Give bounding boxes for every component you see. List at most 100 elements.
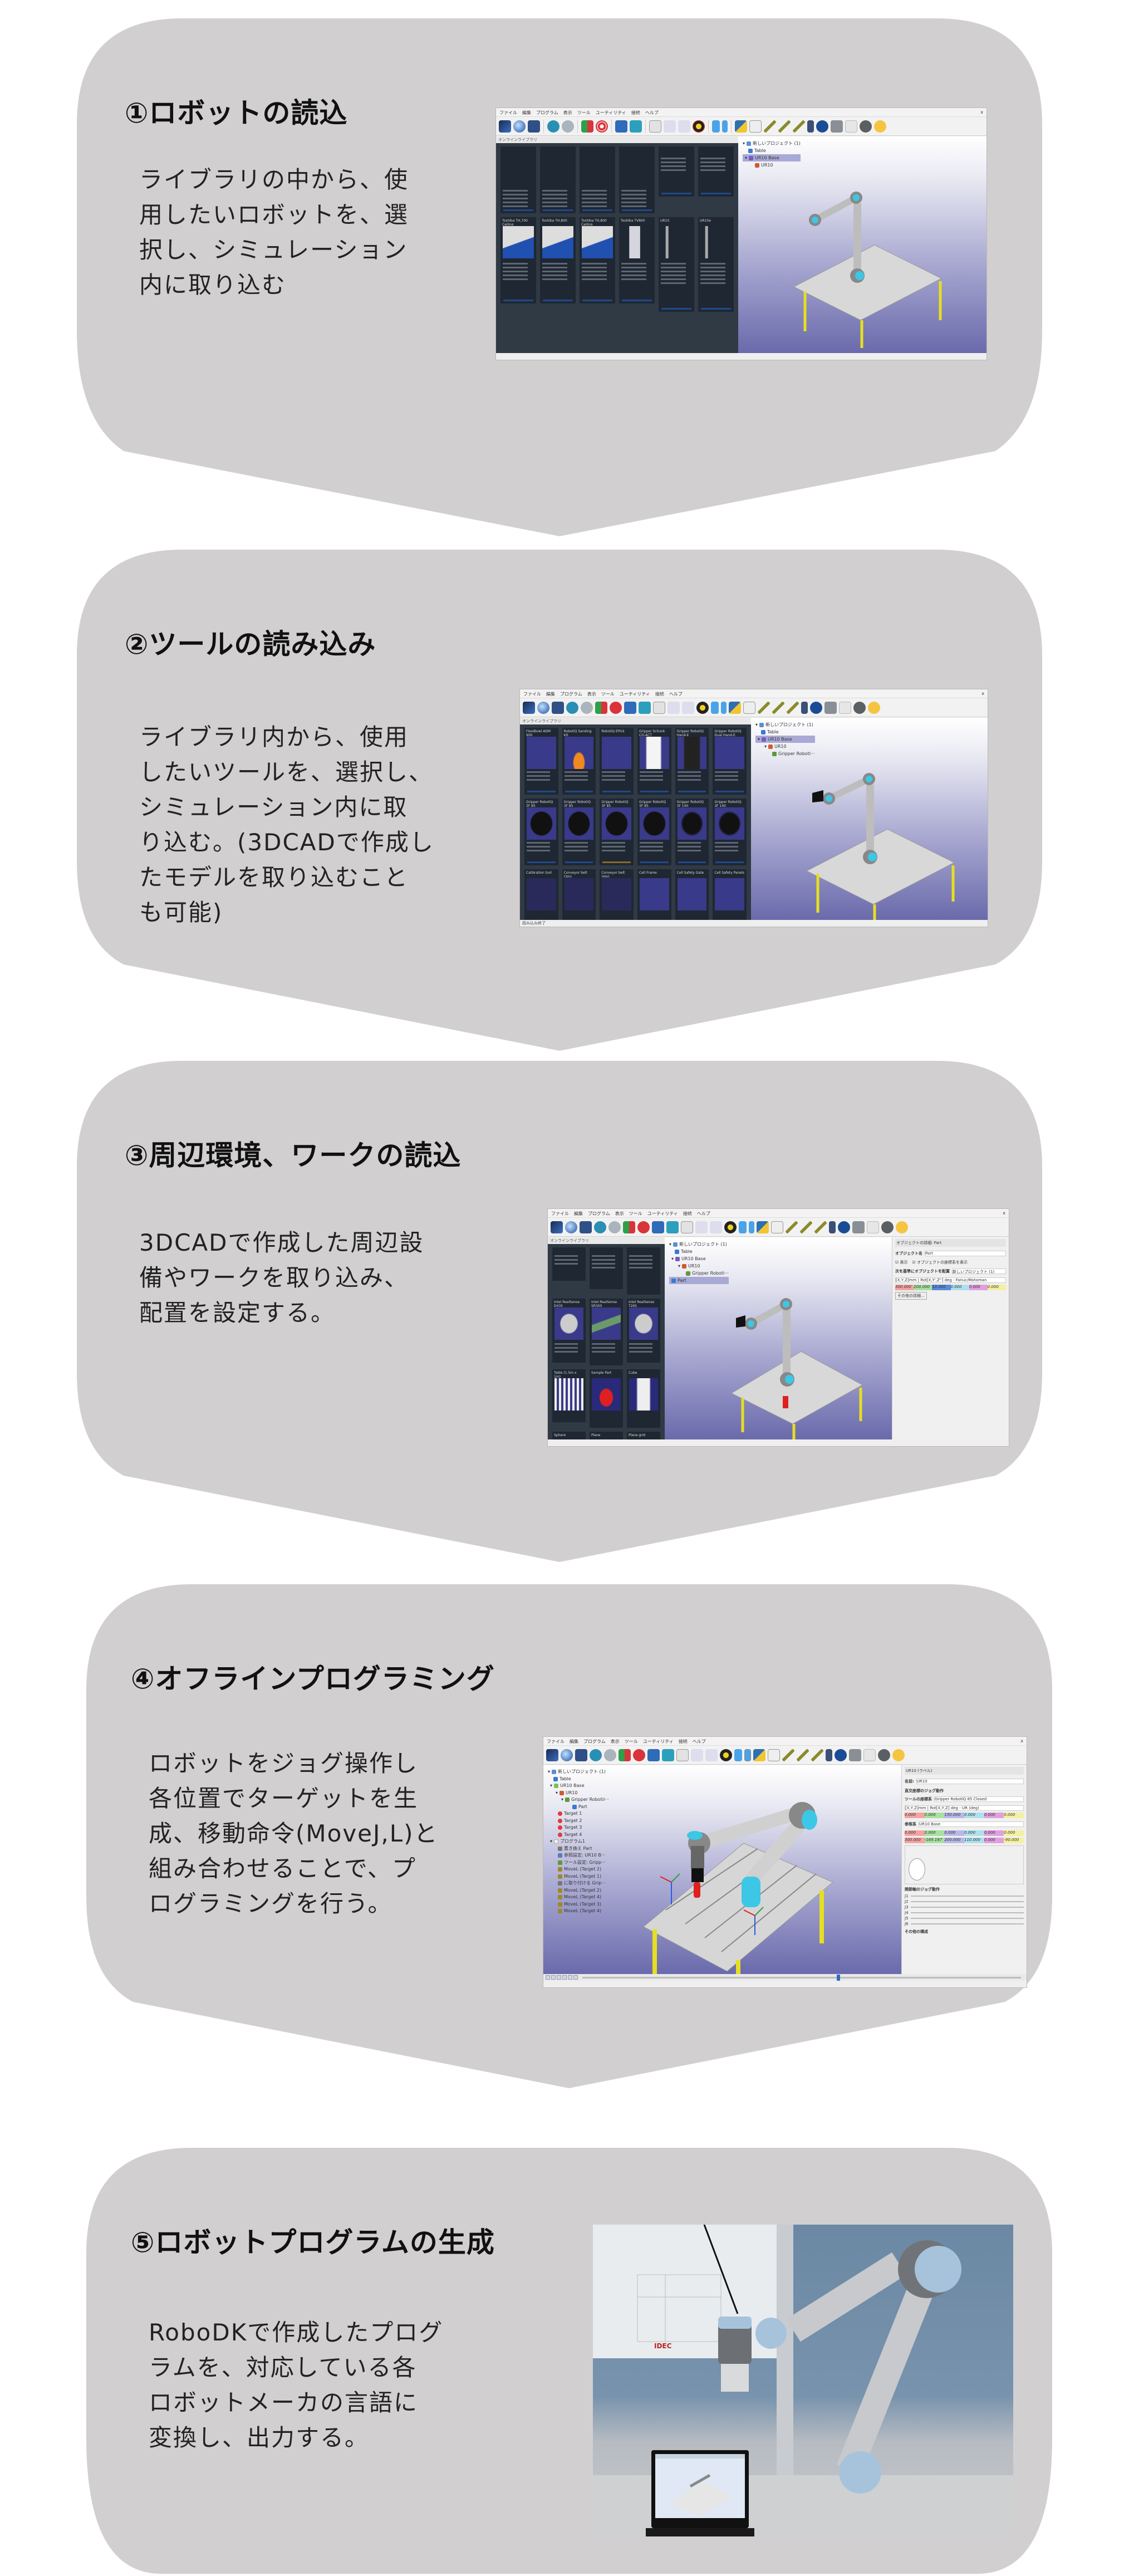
redo-icon[interactable] (581, 701, 593, 714)
library-item[interactable]: Cell Frame (637, 869, 671, 920)
movej-icon[interactable] (786, 1221, 798, 1233)
view-box-icon[interactable] (666, 1221, 679, 1233)
pause-icon[interactable] (749, 1221, 754, 1233)
open-icon[interactable] (551, 1221, 563, 1233)
library-item[interactable]: RobotiQ Sanding Kit (562, 728, 596, 795)
save-icon[interactable] (528, 120, 540, 133)
select-icon[interactable] (681, 1221, 693, 1233)
tree-node[interactable]: Gripper Roboti··· (755, 750, 815, 757)
info-icon[interactable] (838, 1221, 850, 1233)
open-icon[interactable] (546, 1749, 558, 1761)
collision-icon[interactable] (696, 701, 709, 714)
online-library-icon[interactable] (561, 1749, 573, 1761)
save-icon[interactable] (580, 1221, 592, 1233)
tree-node-target[interactable]: Target 3 (548, 1824, 609, 1831)
close-icon[interactable]: x (1020, 1738, 1023, 1744)
library-item[interactable]: Conveyor belt (3m) (562, 869, 596, 920)
library-item[interactable] (698, 146, 734, 197)
fit-all-icon[interactable] (624, 701, 636, 714)
3d-viewport[interactable]: ▾ 新しいプロジェクト (1) Table ▾ UR10 Base ▾ UR10… (665, 1237, 892, 1439)
fast-simulation-icon[interactable] (711, 701, 719, 714)
undo-icon[interactable] (594, 1221, 606, 1233)
library-item[interactable]: RobotiQ EPick (600, 728, 634, 795)
add-program-icon[interactable] (743, 701, 755, 714)
io-icon[interactable] (839, 701, 851, 714)
program-call-icon[interactable] (852, 1221, 865, 1233)
settings-icon[interactable] (868, 701, 880, 714)
move-reference-icon[interactable] (667, 701, 680, 714)
settings-icon[interactable] (896, 1221, 908, 1233)
tree-node[interactable]: Part (548, 1804, 609, 1811)
tree-node-selected[interactable]: ▾ UR10 Base (743, 154, 801, 161)
tree-node[interactable]: Table (755, 728, 815, 736)
fit-all-icon[interactable] (615, 120, 627, 133)
view-box-icon[interactable] (630, 120, 642, 133)
menu-view[interactable]: 表示 (563, 110, 572, 115)
3d-viewport[interactable]: ▾ 新しいプロジェクト (1) Table ▾ UR10 Base UR10 (738, 136, 986, 353)
library-item[interactable]: Intel RealSense SR300 (590, 1299, 623, 1365)
menu-connect[interactable]: 接続 (631, 110, 640, 115)
tree-node-target[interactable]: Target 4 (548, 1831, 609, 1839)
program-instruction[interactable]: に取り付ける Grip··· (548, 1880, 609, 1887)
tree-node[interactable]: ▾ UR10 Base (550, 1783, 585, 1789)
program-instruction[interactable]: ツール設定: Gripp··· (548, 1859, 609, 1867)
pose-format-select[interactable]: [X,Y,Z]mm | Rot[X,Y',Z''] deg - Fanuc/Mo… (895, 1277, 1006, 1283)
movec-icon[interactable] (811, 1749, 823, 1761)
library-item[interactable]: Gripper RobotiQ Dual Hand-E (713, 728, 747, 795)
menu-program[interactable]: プログラム (536, 110, 558, 115)
program-instruction[interactable]: MoveL (Target 1) (548, 1873, 609, 1880)
online-library-icon[interactable] (565, 1221, 577, 1233)
show-frame-checkbox[interactable]: ☑ オブジェクトの座標系を表示 (912, 1260, 968, 1265)
movel-icon[interactable] (772, 701, 784, 714)
pause-icon[interactable] (744, 1749, 751, 1761)
wait-icon[interactable] (829, 1221, 836, 1233)
select-icon[interactable] (653, 701, 665, 714)
select-icon[interactable] (676, 1749, 689, 1761)
movel-icon[interactable] (797, 1749, 809, 1761)
tree-node-target[interactable]: Target 1 (548, 1810, 609, 1818)
move-reference-icon[interactable] (691, 1749, 703, 1761)
library-item[interactable]: Intel RealSense T265 (627, 1299, 660, 1363)
save-icon[interactable] (552, 701, 564, 714)
move-tool-icon[interactable] (678, 120, 690, 133)
tree-node[interactable]: ▾ UR10 (556, 1790, 578, 1795)
library-item[interactable] (500, 146, 536, 213)
tree-node-target[interactable]: Target 2 (548, 1818, 609, 1825)
end-button[interactable] (568, 1975, 572, 1980)
info-icon[interactable] (835, 1749, 847, 1761)
library-item[interactable]: Toshiba TH,700 Ceiling (500, 217, 536, 303)
library-item[interactable]: Cube (627, 1369, 660, 1428)
add-reference-frame-icon[interactable] (595, 701, 607, 714)
library-item[interactable] (627, 1247, 660, 1295)
library-item[interactable]: Toshiba TH,800 (540, 217, 576, 303)
library-item[interactable] (552, 1247, 586, 1281)
library-item[interactable]: Toshiba TH,800 Ceiling (580, 217, 615, 303)
joint-slider[interactable]: J2 (905, 1899, 1024, 1904)
undo-icon[interactable] (590, 1749, 602, 1761)
tree-node-program[interactable]: ▾ プログラム1 (550, 1839, 585, 1844)
movej-icon[interactable] (758, 701, 770, 714)
jog-controls[interactable] (905, 1845, 1024, 1884)
3d-viewport[interactable]: ▾ 新しいプロジェクト (1) Table ▾ UR10 Base ▾ UR10… (543, 1765, 901, 1974)
movej-icon[interactable] (764, 120, 776, 133)
tree-node[interactable]: ▾ 新しいプロジェクト (1) (743, 141, 801, 146)
menu-edit[interactable]: 編集 (522, 110, 531, 115)
rewind-button[interactable] (546, 1975, 550, 1980)
program-instruction[interactable]: 置き換え Part (548, 1845, 609, 1853)
program-call-icon[interactable] (824, 701, 837, 714)
program-instruction[interactable]: MoveL (Target 4) (548, 1894, 609, 1901)
3d-viewport[interactable]: ▾ 新しいプロジェクト (1) Table ▾ UR10 Base ▾ UR10… (751, 718, 988, 920)
info-icon[interactable] (810, 701, 822, 714)
library-item[interactable] (580, 146, 615, 213)
parent-select[interactable]: 新しいプロジェクト (1) (952, 1269, 1006, 1274)
menu-file[interactable]: ファイル (499, 110, 517, 115)
library-item[interactable]: Plane grid (627, 1432, 660, 1439)
io-icon[interactable] (863, 1749, 876, 1761)
add-target-icon[interactable] (596, 120, 608, 133)
play-button[interactable] (557, 1975, 561, 1980)
library-item[interactable]: Gripper RobotiQ Hand-E (675, 728, 709, 795)
view-box-icon[interactable] (639, 701, 651, 714)
redo-icon[interactable] (604, 1749, 616, 1761)
